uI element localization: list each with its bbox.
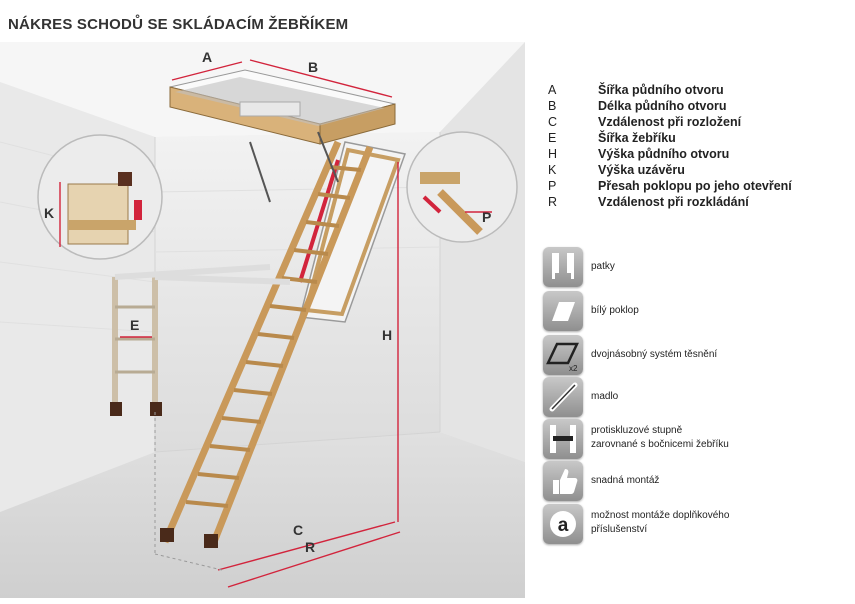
feature-white-hatch: bílý poklop	[543, 291, 843, 331]
feature-anti-slip-steps: protiskluzové stupně zarovnané s bočnice…	[543, 419, 843, 459]
dimension-letter-k: K	[44, 205, 54, 221]
ladder-rungs	[185, 165, 362, 508]
dimension-letter-c: C	[293, 522, 303, 538]
dimension-letter-r: R	[305, 539, 315, 555]
feature-feet: patky	[543, 247, 843, 287]
svg-text:x2: x2	[569, 364, 578, 373]
dimension-letter-e: E	[130, 317, 139, 333]
dimension-letter-a: A	[202, 49, 212, 65]
feature-accessories: a možnost montáže doplňkového příslušens…	[543, 504, 843, 544]
feature-handrail: madlo	[543, 377, 843, 417]
page-title: NÁKRES SCHODŮ SE SKLÁDACÍM ŽEBŘÍKEM	[8, 16, 349, 33]
accessory-a-icon: a	[543, 504, 583, 544]
handrail-icon	[543, 377, 583, 417]
white-hatch-icon	[543, 291, 583, 331]
anti-slip-step-icon	[543, 419, 583, 459]
double-seal-icon: x2	[543, 335, 583, 375]
svg-text:a: a	[558, 515, 569, 536]
dimension-letter-p: P	[482, 209, 491, 225]
dimension-letter-b: B	[308, 59, 318, 75]
feet-icon	[543, 247, 583, 287]
thumbs-up-icon	[543, 461, 583, 501]
staircase-illustration: A B K E P H C R	[0, 42, 525, 598]
dimension-letter-h: H	[382, 327, 392, 343]
feature-easy-install: snadná montáž	[543, 461, 843, 501]
feature-double-seal: x2 dvojnásobný systém těsnění	[543, 335, 843, 375]
